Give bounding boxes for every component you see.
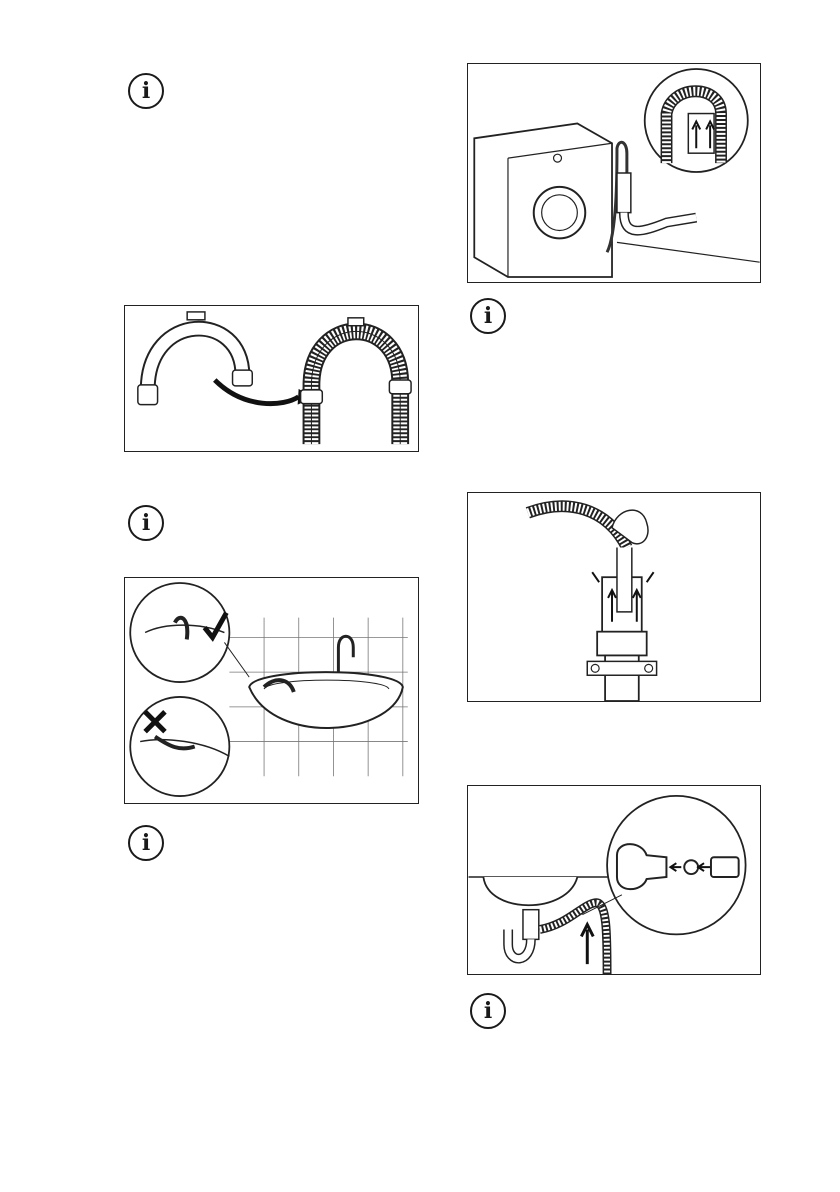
sink-edge-figure: [124, 577, 419, 804]
info-icon: i: [128, 825, 164, 861]
info-icon: i: [470, 993, 506, 1029]
info-icon: i: [470, 298, 506, 334]
info-icon: i: [128, 73, 164, 109]
sink-trap-figure: [467, 785, 761, 975]
hose-guide-figure: [124, 305, 419, 452]
info-icon: i: [128, 505, 164, 541]
washer-standpipe-figure: [467, 63, 761, 283]
hand-standpipe-figure: [467, 492, 761, 702]
